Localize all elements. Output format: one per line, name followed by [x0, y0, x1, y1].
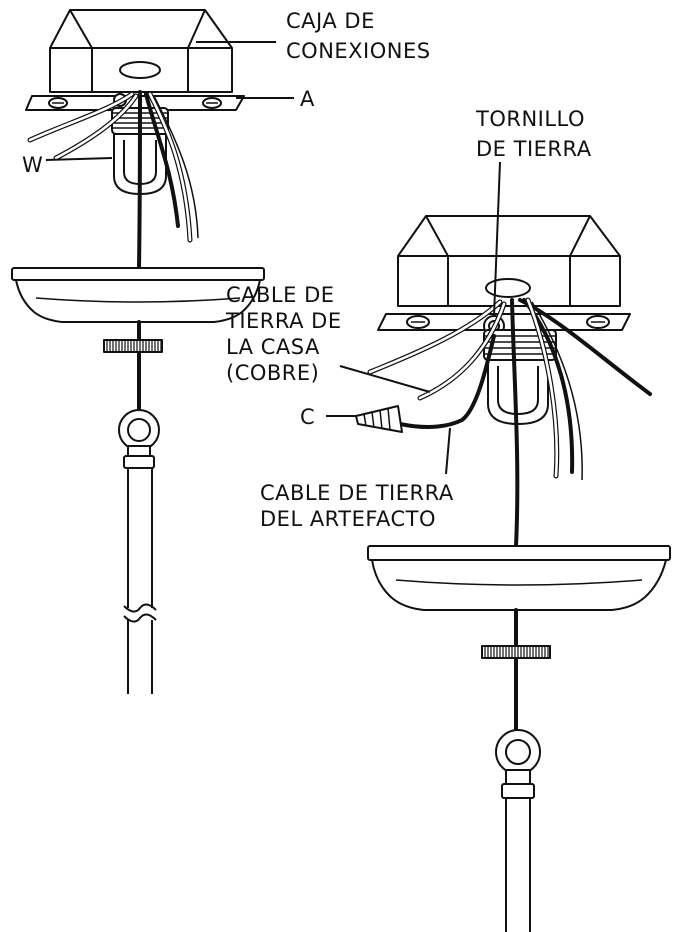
junction-box-left: [49, 9, 233, 93]
label-w: W: [22, 153, 43, 177]
svg-text:TIERRA DE: TIERRA DE: [225, 309, 342, 333]
knurled-nut-right: [481, 645, 551, 659]
stem-right: [505, 798, 531, 932]
leader-fixture-ground: [445, 427, 451, 475]
leader-house-ground: [339, 365, 431, 393]
label-ground-screw: TORNILLO DE TIERRA: [475, 107, 592, 161]
wires-left: [27, 90, 199, 270]
leader-ground-screw: [493, 161, 501, 317]
svg-text:(COBRE): (COBRE): [226, 361, 319, 385]
svg-text:DEL ARTEFACTO: DEL ARTEFACTO: [260, 507, 436, 531]
label-a: A: [300, 87, 315, 111]
label-house-ground: CABLE DE TIERRA DE LA CASA (COBRE): [225, 283, 342, 385]
right-assembly: [355, 215, 671, 932]
svg-text:CAJA DE: CAJA DE: [286, 9, 375, 33]
label-junction-box: CAJA DE CONEXIONES: [286, 9, 431, 63]
wires-right: [367, 297, 652, 548]
svg-text:CONEXIONES: CONEXIONES: [286, 39, 431, 63]
svg-text:TORNILLO: TORNILLO: [475, 107, 585, 131]
svg-text:CABLE DE: CABLE DE: [226, 283, 335, 307]
leader-w: [45, 157, 113, 161]
canopy-right: [367, 545, 671, 611]
mounting-strap-left: [25, 95, 245, 111]
canopy-left: [11, 267, 265, 323]
label-fixture-ground: CABLE DE TIERRA DEL ARTEFACTO: [260, 481, 454, 531]
label-c: C: [300, 405, 315, 429]
knurled-nut-left: [103, 339, 163, 353]
loop-ring-right: [495, 729, 541, 799]
stem-left: [123, 468, 157, 694]
loop-ring-left: [118, 409, 160, 469]
junction-box-right: [397, 215, 621, 307]
wire-nut: [355, 405, 403, 433]
left-assembly: [11, 9, 265, 694]
svg-text:CABLE DE TIERRA: CABLE DE TIERRA: [260, 481, 454, 505]
svg-text:DE TIERRA: DE TIERRA: [476, 137, 592, 161]
svg-text:LA CASA: LA CASA: [226, 335, 320, 359]
